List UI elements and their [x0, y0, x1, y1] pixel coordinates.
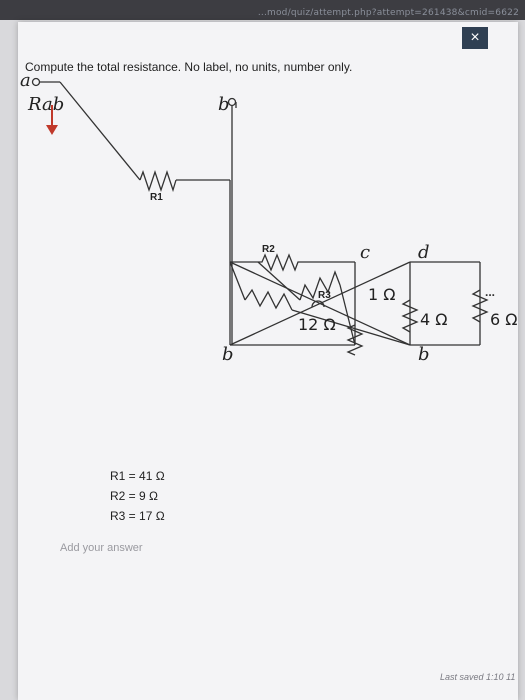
- r3-label: R3: [318, 290, 331, 301]
- node-b-right-label: b: [418, 344, 430, 365]
- node-c-label: c: [360, 242, 370, 263]
- question-panel: [18, 22, 518, 700]
- answer-input[interactable]: Add your answer: [60, 542, 143, 554]
- question-text: Compute the total resistance. No label, …: [25, 60, 353, 74]
- res-6-label: 6 Ω: [490, 310, 518, 329]
- res-12-label: 12 Ω: [298, 315, 336, 334]
- resistor-12: [244, 288, 293, 311]
- saved-status: Last saved 1:10 11: [440, 672, 516, 682]
- given-r1: R1 = 41 Ω: [110, 469, 165, 483]
- browser-top-band: [0, 0, 525, 20]
- given-r3: R3 = 17 Ω: [110, 509, 165, 523]
- close-button[interactable]: ×: [462, 27, 488, 49]
- res-4-label: 4 Ω: [420, 310, 448, 329]
- node-b-mid-label: b: [222, 344, 234, 365]
- rab-label: Rab: [27, 94, 64, 115]
- browser-url: ...mod/quiz/attempt.php?attempt=261438&c…: [257, 8, 519, 18]
- node-d-label: d: [418, 242, 430, 263]
- resistor-4: [401, 299, 419, 333]
- resistor-r3: [299, 270, 341, 301]
- node-a-label: a: [20, 70, 31, 91]
- r2-label: R2: [262, 244, 275, 255]
- resistor-r2: [230, 253, 355, 272]
- resistor-1: [346, 324, 364, 356]
- terminal-a: [31, 77, 41, 87]
- r1-label: R1: [150, 192, 163, 203]
- terminal-b: [227, 97, 237, 107]
- given-values: R1 = 41 Ω R2 = 9 Ω R3 = 17 Ω: [110, 466, 165, 526]
- node-b-label: b: [218, 94, 230, 115]
- resistor-r1: [139, 169, 177, 193]
- res-1-label: 1 Ω: [368, 285, 396, 304]
- resistor-6: [471, 289, 489, 323]
- rab-arrow: [46, 125, 58, 135]
- given-r2: R2 = 9 Ω: [110, 489, 158, 503]
- more-options-button[interactable]: ...: [485, 285, 496, 299]
